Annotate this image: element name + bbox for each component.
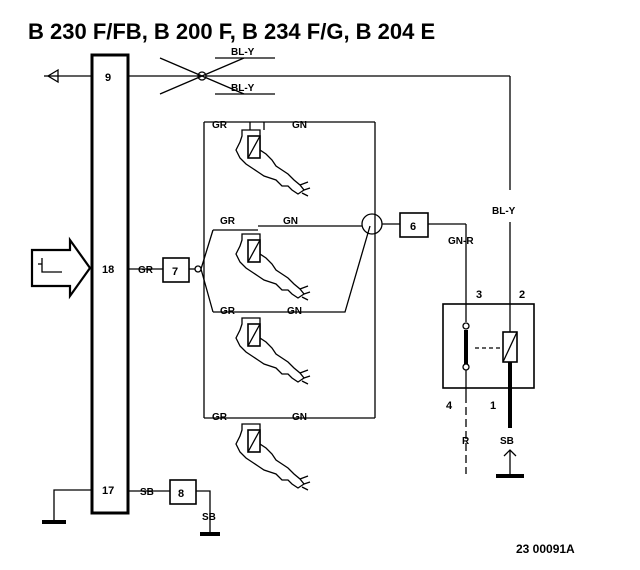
relay-pin-2: 2 (519, 289, 525, 301)
component-8-ground-icon (196, 490, 220, 536)
reference-code: 23 00091A (516, 542, 575, 556)
wire-label-gr: GR (220, 216, 236, 227)
wire-label-gn-r: GN-R (448, 236, 474, 247)
wire-label-bl-y: BL-Y (231, 83, 255, 94)
relay-internals (462, 295, 518, 395)
wire-label-bl-y: BL-Y (231, 47, 255, 58)
injector-4-icon (235, 423, 311, 491)
wire-label-sb: SB (500, 436, 514, 447)
relay-ground-icon (496, 449, 524, 478)
ecu-pin-18: 18 (102, 264, 114, 276)
wire-gn-r (428, 223, 467, 295)
wire-label-gr: GR (212, 412, 228, 423)
relay-pin-4: 4 (446, 400, 453, 412)
wire-label-gr: GR (220, 306, 236, 317)
injector-2-icon (235, 233, 311, 301)
component-8-label: 8 (178, 488, 184, 500)
relay-pin-3: 3 (476, 289, 482, 301)
wire-label-sb: SB (202, 512, 216, 523)
relay-box (442, 303, 535, 389)
control-unit-bar (90, 53, 130, 515)
wire-label-gn: GN (287, 306, 302, 317)
injector-harness (189, 121, 400, 419)
diagram-title: B 230 F/FB, B 200 F, B 234 F/G, B 204 E (28, 19, 435, 44)
ecu-ground-icon (42, 489, 92, 524)
component-7 (162, 257, 190, 283)
wire-label-gr: GR (138, 265, 154, 276)
wire-label-gr: GR (212, 120, 228, 131)
pin9-wiring (128, 57, 511, 190)
injector-3-icon (235, 317, 311, 385)
relay-pin-1: 1 (490, 400, 496, 412)
wire-label-r: R (462, 436, 470, 447)
connector-arrow-icon (44, 68, 92, 84)
wire-label-gn: GN (283, 216, 298, 227)
wire-label-gn: GN (292, 120, 307, 131)
component-7-label: 7 (172, 266, 178, 278)
signal-input-arrow-icon (30, 236, 92, 300)
ecu-pin-17: 17 (102, 485, 114, 497)
wire-label-sb: SB (140, 487, 154, 498)
ecu-pin-9: 9 (105, 72, 111, 84)
component-8 (169, 479, 197, 505)
wire-label-bl-y: BL-Y (492, 206, 516, 217)
wire-label-gn: GN (292, 412, 307, 423)
component-6-label: 6 (410, 221, 416, 233)
injector-1-icon (235, 122, 311, 197)
component-6 (399, 212, 429, 238)
